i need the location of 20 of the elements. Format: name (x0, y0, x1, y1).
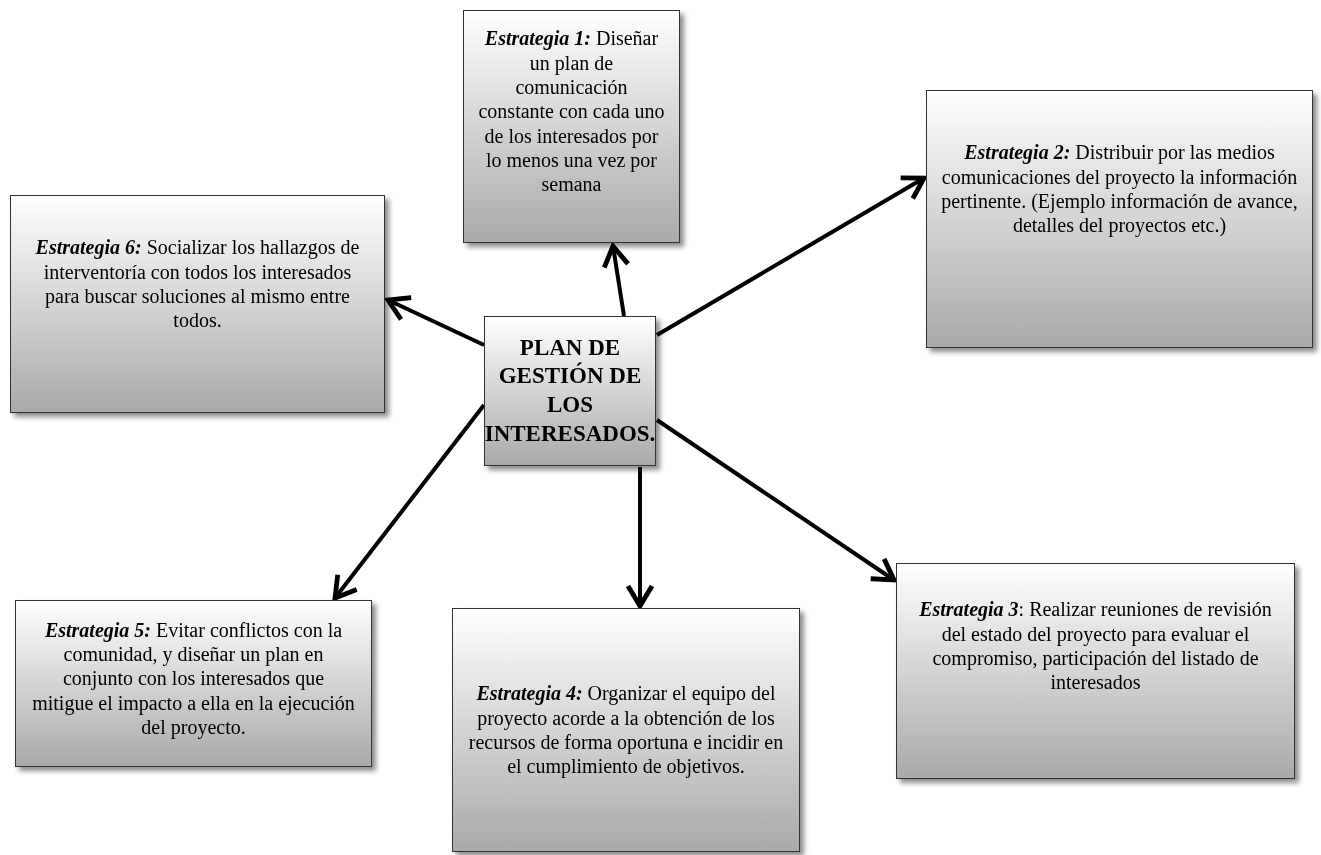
strategy-text: Estrategia 1: Diseñar un plan de comunicación constante con cada uno de los interesados por lo menos una vez por semana (478, 26, 665, 197)
strategy-box (896, 563, 1295, 779)
strategy-box (452, 608, 800, 852)
strategy-text: Estrategia 5: Evitar conflictos con la comunidad, y diseñar un plan en conjunto con los interesados que mitigue el impacto a ella en la ejecución del proyecto. (31, 617, 356, 740)
central-title: PLAN DE GESTIÓN DE LOS INTERESADOS. (484, 333, 656, 448)
arrow (601, 243, 631, 317)
arrow (625, 467, 655, 609)
strategy-box (463, 10, 680, 243)
strategy-box (15, 600, 372, 767)
arrow (385, 295, 485, 347)
strategy-text: Estrategia 3: Realizar reuniones de revisión del estado del proyecto para evaluar el compromiso, participación del listado de interesados (918, 597, 1273, 695)
strategy-box (10, 195, 385, 413)
arrow (332, 403, 486, 601)
strategy-text: Estrategia 4: Organizar el equipo del proyecto acorde a la obtención de los recursos de forma oportuna e incidir en el cumplimiento de objetivos. (467, 681, 785, 779)
strategy-box (926, 90, 1313, 348)
arrow (656, 175, 927, 337)
strategy-text: Estrategia 6: Socializar los hallazgos de interventoría con todos los interesados para buscar soluciones al mismo entre todos. (34, 235, 361, 333)
arrow (655, 418, 897, 583)
central-box (484, 316, 656, 466)
strategy-text: Estrategia 2: Distribuir por las medios comunicaciones del proyecto la información pertinente. (Ejemplo información de avance, detalles del proyectos etc.) (941, 140, 1298, 238)
